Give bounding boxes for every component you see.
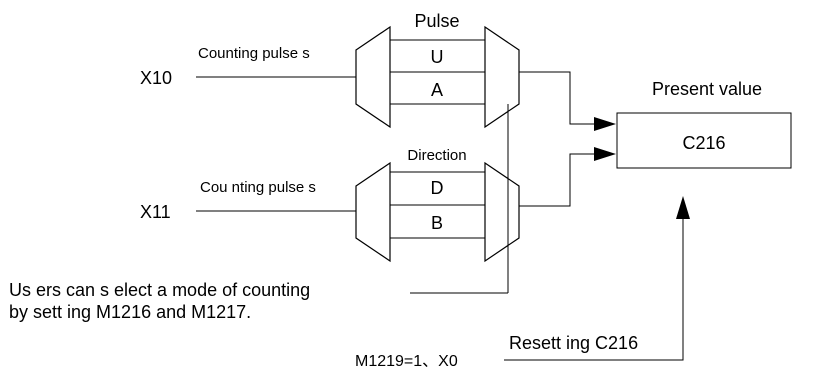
cell-d: D <box>431 178 444 198</box>
counter-c216: Present value C216 <box>616 79 792 169</box>
mode-note-line-2: by sett ing M1216 and M1217. <box>9 302 251 322</box>
upper-arrowhead <box>594 117 616 131</box>
x11-pulse-label: Cou nting pulse s <box>200 179 316 196</box>
x10-pulse-label: Counting pulse s <box>198 45 310 62</box>
lower-channel: X11 Cou nting pulse s Direction D B <box>140 147 616 263</box>
cell-a: A <box>431 80 443 100</box>
present-value-label: Present value <box>652 79 762 99</box>
lower-arrowhead <box>594 147 616 161</box>
reset-path: Resett ing C216 M1219=1、X0 <box>355 196 690 369</box>
reset-label: Resett ing C216 <box>509 333 638 353</box>
x10-input-label: X10 <box>140 68 172 88</box>
counter-name: C216 <box>682 133 725 153</box>
reset-condition: M1219=1、X0 <box>355 353 458 369</box>
cell-b: B <box>431 213 443 233</box>
reset-line <box>504 215 684 361</box>
upper-left-selector <box>355 25 391 129</box>
upper-channel: X10 Counting pulse s Pulse U A <box>140 11 616 131</box>
x11-input-label: X11 <box>140 202 171 222</box>
counter-box <box>616 112 792 169</box>
cell-u: U <box>431 47 444 67</box>
lower-output-line <box>519 153 598 207</box>
pulse-group-label: Pulse <box>414 11 459 31</box>
upper-output-line <box>519 71 598 125</box>
reset-arrowhead <box>676 196 690 219</box>
direction-group-label: Direction <box>407 147 466 164</box>
mode-note-line-1: Us ers can s elect a mode of counting <box>9 280 310 300</box>
upper-right-selector <box>484 25 520 129</box>
lower-right-selector <box>484 161 520 263</box>
lower-left-selector <box>355 161 391 263</box>
